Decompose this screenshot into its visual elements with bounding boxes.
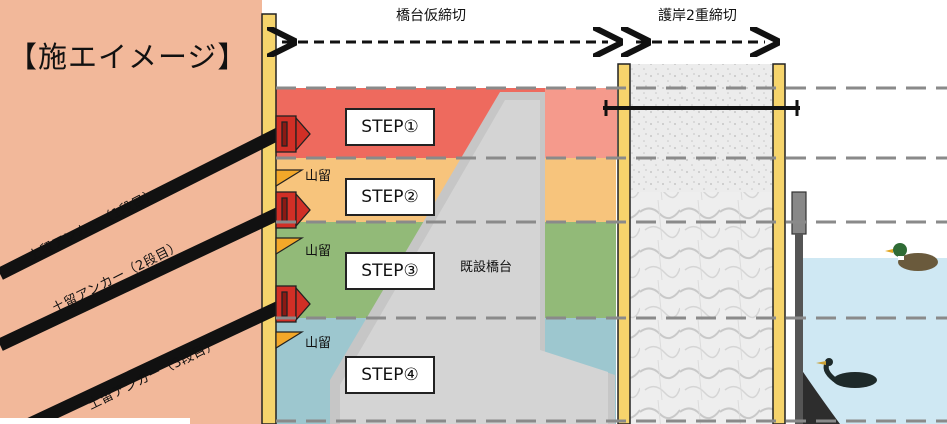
- shoring-label-2: 山留: [305, 244, 332, 259]
- existing-abutment-label: 既設橋台: [460, 260, 513, 275]
- shoring-bracket-3: [275, 331, 305, 350]
- revetment-sheet-pile-left: [617, 63, 631, 424]
- revetment-sheet-pile-right: [772, 63, 786, 424]
- cofferdam-fill-lower: [630, 192, 773, 424]
- anchor-rod-1: [0, 122, 293, 280]
- shoring-label-1: 山留: [305, 169, 332, 184]
- step-label-4: STEP④: [345, 356, 435, 394]
- step-label-1: STEP①: [345, 108, 435, 146]
- dimension-label-revetment: 護岸2重締切: [658, 8, 737, 24]
- water-body: [795, 258, 947, 424]
- shoring-bracket-2: [275, 237, 305, 256]
- excavation-level-lines: [276, 86, 947, 423]
- duck-icon: [885, 243, 938, 271]
- step-label-2: STEP②: [345, 178, 435, 216]
- anchor-head-3: [275, 285, 311, 323]
- existing-revetment-wall: [791, 191, 807, 235]
- shoring-label-3: 山留: [305, 336, 332, 351]
- cofferdam-fill-upper: [630, 64, 773, 192]
- anchor-head-1: [275, 115, 311, 153]
- anchor-rod-3: [27, 296, 293, 424]
- anchor-head-2: [275, 191, 311, 229]
- layer-step1-right: [545, 88, 617, 158]
- shoring-bracket-1: [275, 169, 305, 188]
- page-title: 【施エイメージ】: [8, 40, 248, 74]
- dimension-label-abutment: 橋台仮締切: [396, 8, 466, 24]
- step-label-3: STEP③: [345, 252, 435, 290]
- cormorant-icon: [816, 358, 877, 388]
- anchor-rod-2: [0, 202, 293, 351]
- riverbank: [795, 360, 840, 424]
